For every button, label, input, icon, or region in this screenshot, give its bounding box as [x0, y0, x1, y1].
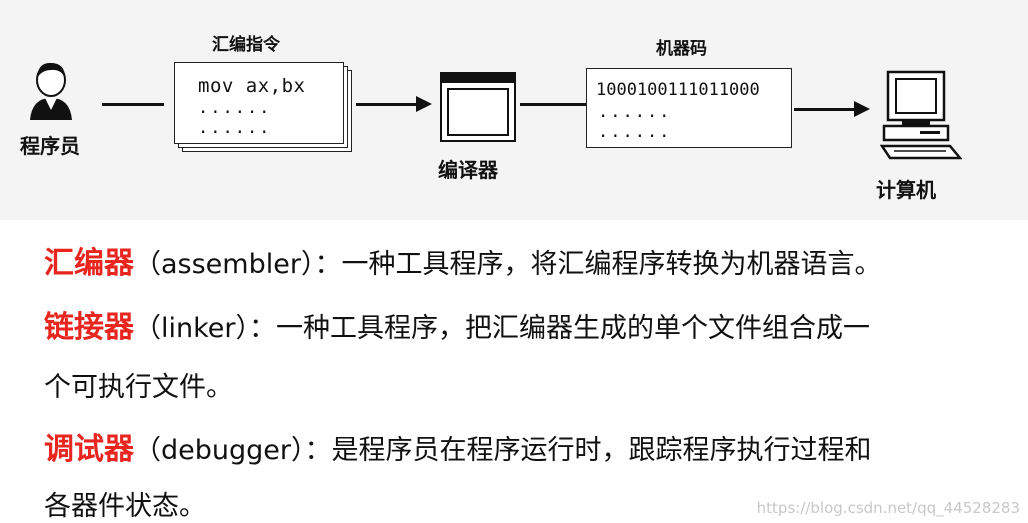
definition-linker: 链接器（linker）：一种工具程序，把汇编器生成的单个文件组合成一	[44, 302, 870, 346]
term-debugger: 调试器	[44, 432, 134, 467]
definition-assembler: 汇编器（assembler）：一种工具程序，将汇编程序转换为机器语言。	[44, 238, 881, 282]
assembly-dots: ......	[198, 118, 272, 138]
term-linker: 链接器	[44, 310, 134, 345]
definition-linker-continued: 个可执行文件。	[44, 372, 233, 403]
machine-code-box	[586, 68, 792, 148]
arrow-line	[356, 103, 418, 106]
computer-label: 计算机	[876, 178, 936, 202]
watermark: https://blog.csdn.net/qq_44528283	[756, 499, 1020, 517]
definition-debugger: 调试器（debugger）：是程序员在程序运行时，跟踪程序执行过程和	[44, 424, 872, 468]
connector-line	[520, 103, 586, 106]
computer-icon	[880, 70, 962, 160]
assembly-code: mov ax,bx	[198, 75, 306, 97]
machine-code-title: 机器码	[656, 39, 707, 59]
assembly-dots: ......	[198, 98, 272, 118]
definition-text: （debugger）：是程序员在程序运行时，跟踪程序执行过程和	[134, 435, 872, 466]
machine-dots: ......	[598, 102, 672, 122]
machine-code: 1000100111011000	[596, 80, 760, 100]
arrow-head	[854, 101, 870, 117]
term-assembler: 汇编器	[44, 246, 134, 281]
programmer-label: 程序员	[20, 134, 80, 158]
machine-dots: ......	[598, 122, 672, 142]
assembly-title: 汇编指令	[212, 35, 280, 55]
compiler-label: 编译器	[438, 158, 498, 182]
arrow-line	[794, 108, 856, 111]
assembly-code-box	[174, 62, 344, 144]
definition-text: （linker）：一种工具程序，把汇编器生成的单个文件组合成一	[134, 313, 870, 344]
connector-line	[102, 103, 164, 106]
arrow-head	[416, 96, 432, 112]
definition-debugger-continued: 各器件状态。	[44, 491, 206, 522]
person-icon	[30, 62, 72, 120]
compilation-flow-diagram: 程序员 汇编指令 mov ax,bx ...... ...... 编译器 机器码…	[0, 0, 1028, 220]
program-window-icon	[440, 72, 516, 142]
definition-text: （assembler）：一种工具程序，将汇编程序转换为机器语言。	[134, 249, 882, 280]
